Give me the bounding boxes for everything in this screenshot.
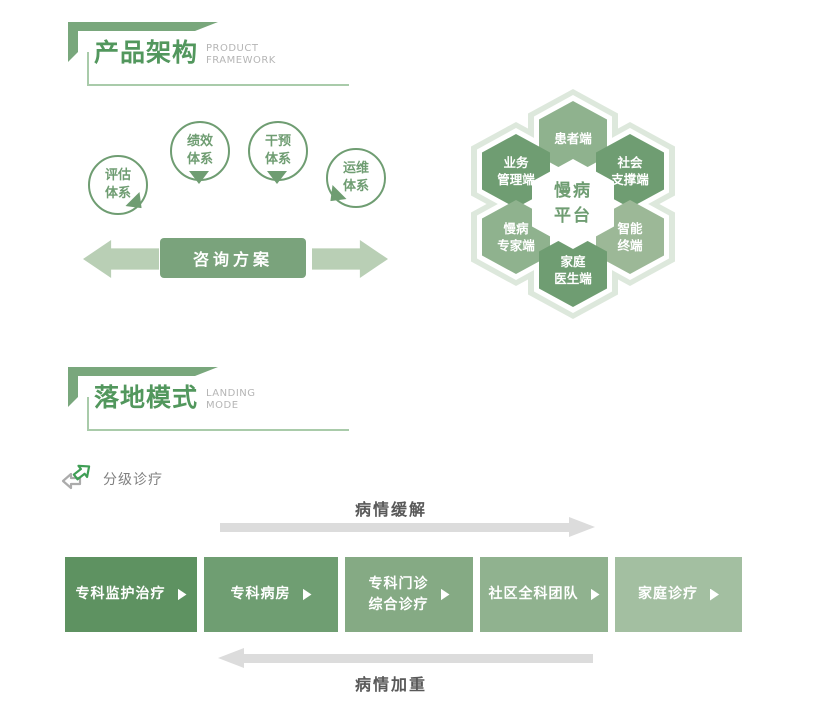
circle-label: 干预 体系 — [264, 134, 291, 167]
stage-label: 家庭诊疗 — [638, 586, 698, 602]
stage-label: 社区全科团队 — [488, 586, 579, 602]
flow-arrow-left — [83, 240, 159, 278]
stage-community-team: 社区全科团队 — [480, 557, 608, 632]
circle-label: 运维 体系 — [342, 161, 369, 194]
hierarchical-care-label: 分级诊疗 — [103, 472, 163, 488]
swap-arrows-icon — [61, 464, 91, 490]
stage-label: 专科监护治疗 — [75, 586, 166, 602]
play-arrow-icon — [440, 588, 450, 601]
header-underline — [87, 84, 349, 86]
circle-label: 评估 体系 — [104, 168, 131, 201]
hex-cell-label: 慢病 专家端 — [497, 221, 535, 253]
arrow-bar — [220, 523, 572, 532]
hex-cluster-chronic-platform: 患者端 业务 管理端 社会 支撑端 慢病 专家端 智能 终端 家庭 医生端 慢病… — [466, 89, 680, 324]
header-underline — [87, 429, 349, 431]
play-arrow-icon — [177, 588, 187, 601]
stage-outpatient-clinic: 专科门诊 综合诊疗 — [345, 557, 473, 632]
aggravation-label: 病情加重 — [354, 675, 427, 694]
circle-label: 绩效 体系 — [186, 134, 213, 167]
arrow-bar — [242, 654, 593, 663]
hex-cell-label: 社会 支撑端 — [611, 155, 649, 187]
relief-label: 病情缓解 — [354, 500, 427, 519]
stage-label: 专科门诊 综合诊疗 — [368, 575, 429, 613]
hex-center-label: 慢病 平台 — [554, 181, 592, 226]
arrow-head — [218, 648, 244, 668]
hex-center-platform: 慢病 平台 — [532, 159, 614, 249]
aggravation-arrow-left — [218, 648, 593, 668]
play-arrow-icon — [710, 588, 719, 601]
arrow-head — [569, 517, 595, 537]
care-stage-row: 专科监护治疗 专科病房 专科门诊 综合诊疗 社区全科团队 家庭诊疗 — [65, 557, 742, 632]
stage-label: 专科病房 — [230, 586, 291, 602]
hex-cell-label: 患者端 — [554, 130, 592, 146]
section-subtitle-en: PRODUCT FRAMEWORK — [206, 43, 276, 66]
stage-home-care: 家庭诊疗 — [615, 557, 742, 632]
section-subtitle-en: LANDING MODE — [206, 388, 256, 411]
section-header-product-framework: 产品架构 PRODUCT FRAMEWORK — [68, 20, 368, 100]
header-accent-line — [87, 52, 89, 86]
stage-specialist-ward: 专科病房 — [204, 557, 338, 632]
section-title: 产品架构 — [94, 38, 199, 67]
play-arrow-icon — [590, 588, 600, 601]
play-arrow-icon — [302, 588, 312, 601]
hierarchical-care-tag: 分级诊疗 — [58, 458, 278, 498]
hex-cell-label: 业务 管理端 — [497, 155, 535, 187]
hex-cell-label: 家庭 医生端 — [554, 254, 592, 286]
flow-arrow-right — [312, 240, 388, 278]
header-accent-line — [87, 397, 89, 431]
section-header-landing-mode: 落地模式 LANDING MODE — [68, 365, 368, 445]
stage-icu-treatment: 专科监护治疗 — [65, 557, 197, 632]
consult-plan-box: 咨询方案 — [160, 238, 306, 278]
hex-cell-label: 智能 终端 — [617, 221, 643, 253]
section-title: 落地模式 — [94, 383, 199, 412]
relief-arrow-right — [220, 517, 595, 537]
